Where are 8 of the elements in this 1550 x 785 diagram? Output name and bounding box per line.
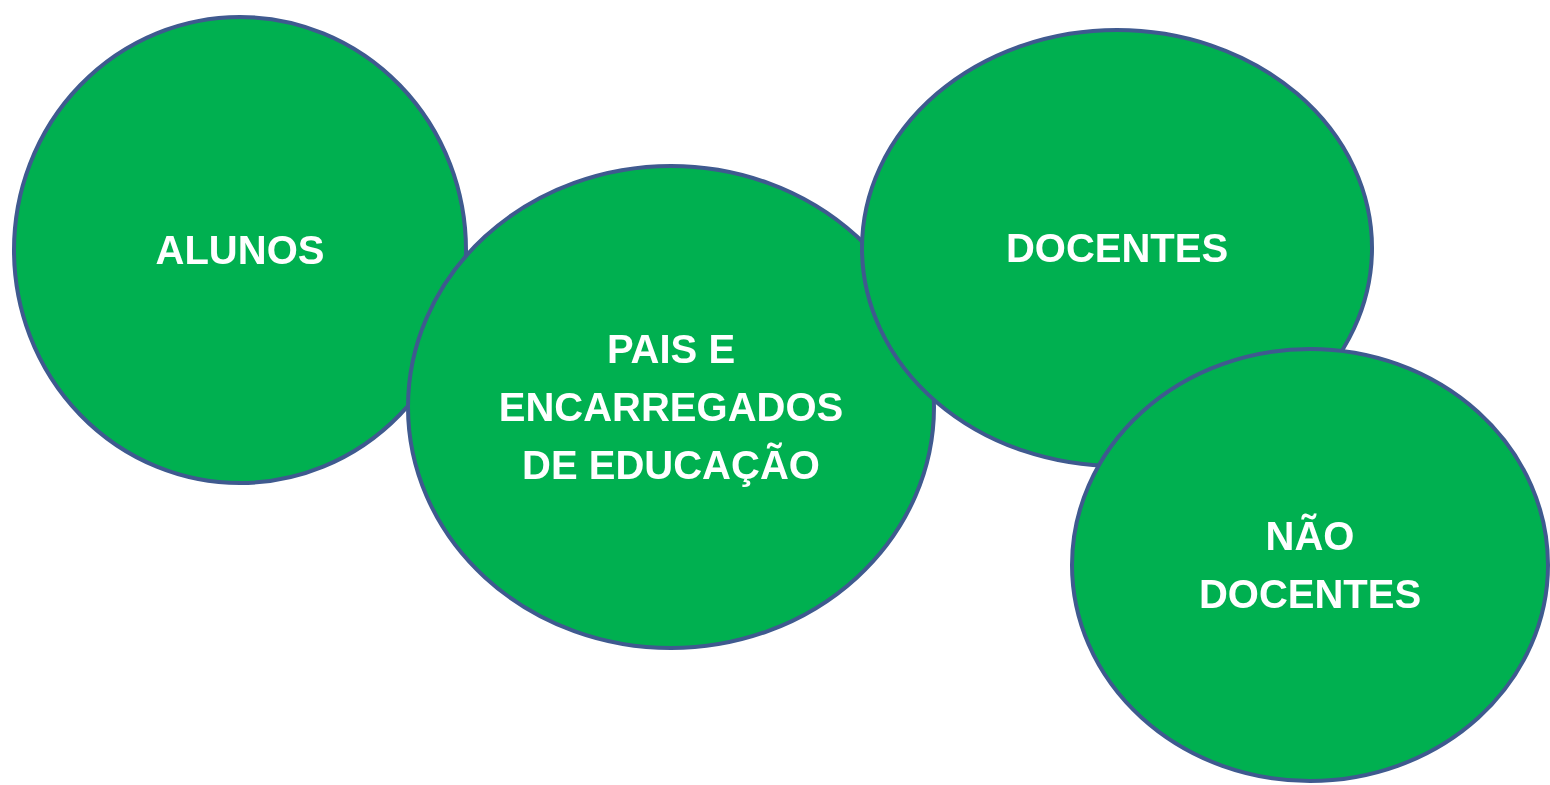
node-label: NÃO DOCENTES (1197, 512, 1423, 618)
node-label: DOCENTES (1005, 225, 1229, 272)
ellipse-node (12, 15, 468, 485)
ellipse-node (406, 164, 936, 650)
node-label: PAIS E ENCARREGADOS DE EDUCAÇÃO (497, 326, 845, 489)
node-label: ALUNOS (155, 227, 325, 274)
ellipse-node (1070, 347, 1550, 783)
ellipse-node (860, 28, 1374, 468)
